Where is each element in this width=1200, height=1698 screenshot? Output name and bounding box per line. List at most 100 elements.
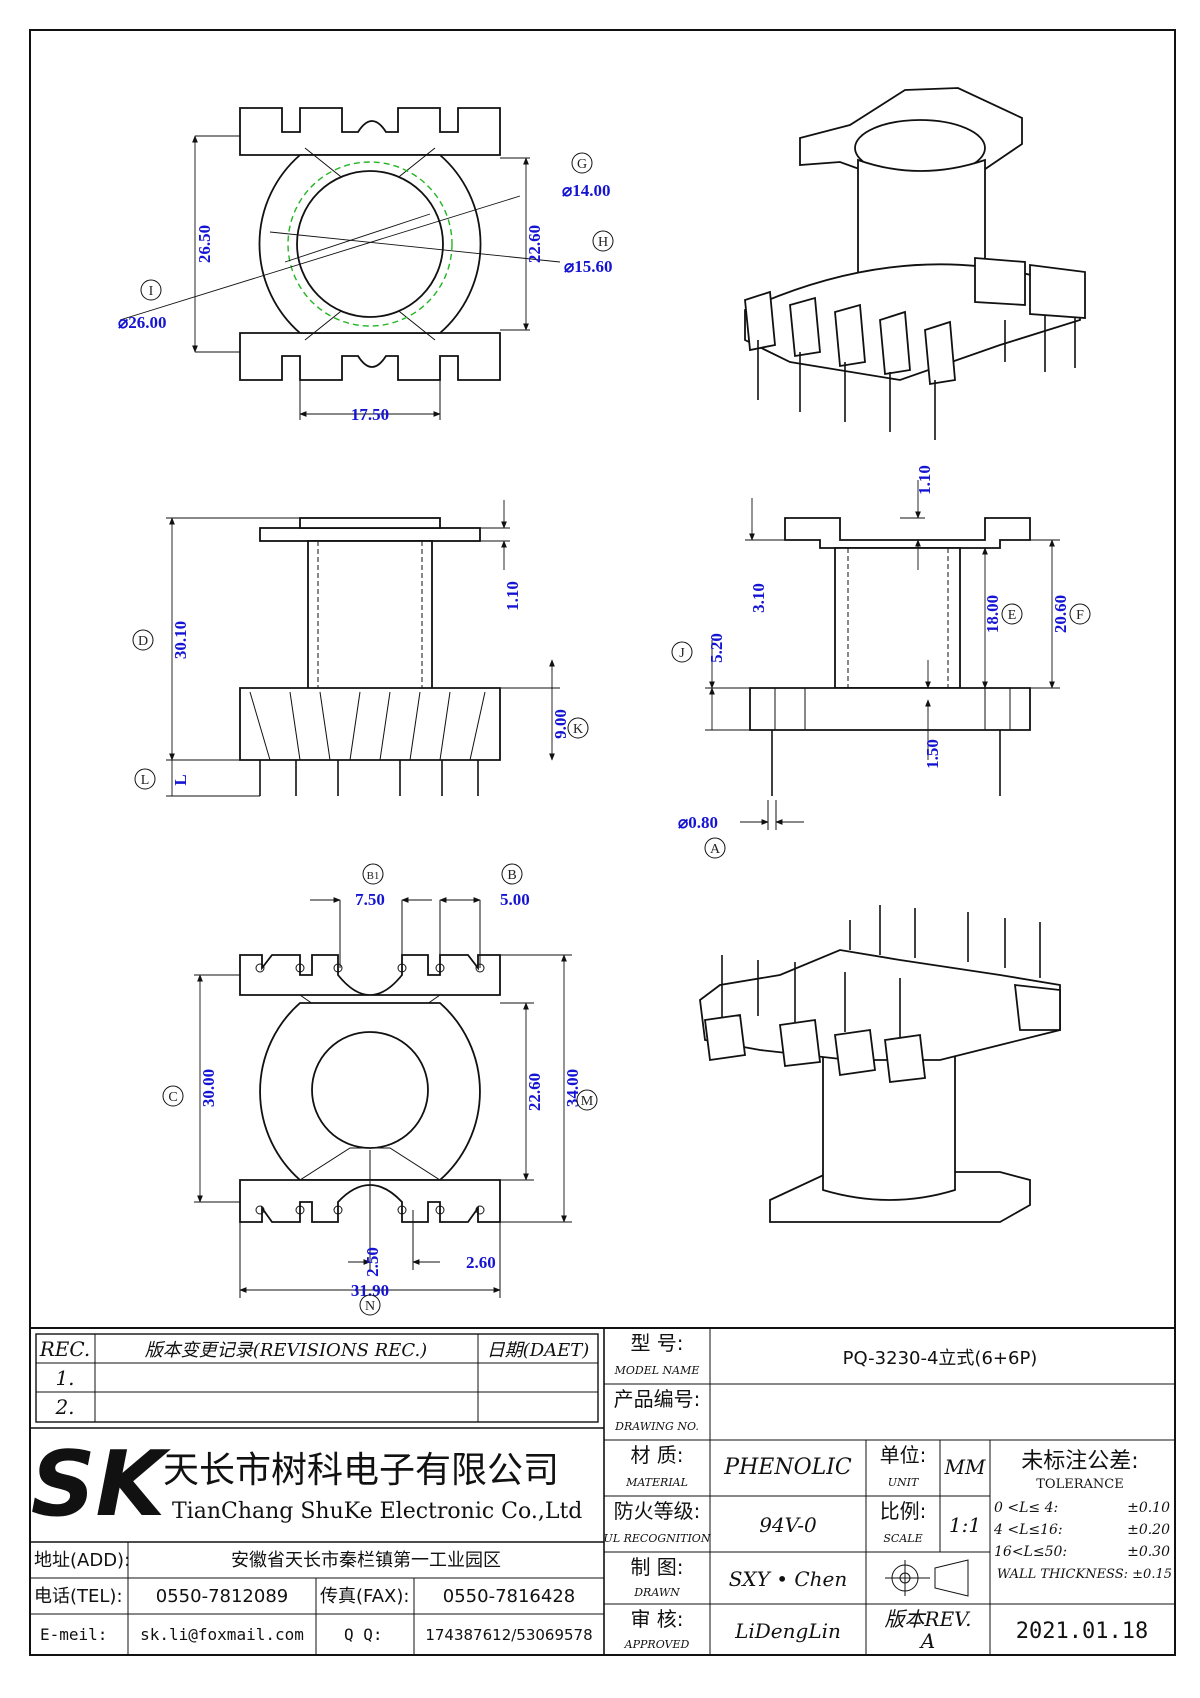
- dim-right-1800: 18.00: [983, 595, 1002, 633]
- tolerance-label-en: TOLERANCE: [1036, 1477, 1123, 1492]
- email-value: sk.li@foxmail.com: [140, 1625, 304, 1644]
- projection-symbol-icon: [885, 1559, 969, 1597]
- material-value: PHENOLIC: [723, 1455, 852, 1480]
- dim-top-height: 26.50: [195, 225, 214, 263]
- dim-right-2060: 20.60: [1051, 595, 1070, 633]
- approved-value: LiDengLin: [734, 1619, 841, 1643]
- marker-a: A: [710, 842, 721, 857]
- dim-side-pin: L: [171, 774, 190, 785]
- iso-view-top: [744, 87, 1086, 440]
- tolerance-range-1: 0 <L≤ 4:: [994, 1500, 1058, 1516]
- marker-b1: B1: [367, 870, 380, 882]
- dim-right-flange: 1.10: [915, 465, 934, 495]
- tolerance-label: 未标注公差:: [1021, 1449, 1138, 1474]
- side-view: 1.10 3.10 5.20 18.00 20.60 1.50 ⌀0.80 E …: [671, 465, 1091, 859]
- marker-g: G: [577, 157, 587, 172]
- tel-label: 电话(TEL):: [34, 1586, 123, 1607]
- company-logo: SK: [31, 1432, 172, 1537]
- dim-top-width: 17.50: [351, 405, 389, 424]
- dim-right-520: 5.20: [707, 633, 726, 663]
- dim-bottom-250: 2.50: [363, 1247, 382, 1277]
- rev-date-header: 日期(DAET): [487, 1340, 590, 1361]
- fax-value: 0550-7816428: [443, 1586, 575, 1607]
- tolerance-range-2: 4 <L≤16:: [993, 1522, 1063, 1538]
- material-label: 材 质:: [630, 1443, 683, 1467]
- email-label: E-meil:: [40, 1625, 107, 1644]
- unit-label-en: UNIT: [888, 1476, 920, 1489]
- dim-right-310: 3.10: [749, 583, 768, 613]
- scale-value: 1:1: [949, 1513, 981, 1537]
- marker-k: K: [573, 722, 583, 737]
- dim-top-d156: ⌀15.60: [564, 257, 613, 276]
- unit-label: 单位:: [880, 1443, 927, 1467]
- drawn-label: 制 图:: [630, 1555, 683, 1579]
- dim-right-150: 1.50: [923, 739, 942, 769]
- drawn-label-en: DRAWN: [633, 1586, 680, 1599]
- marker-h: H: [598, 235, 608, 250]
- dim-bottom-260: 2.60: [466, 1253, 496, 1272]
- marker-l: L: [141, 773, 150, 788]
- qq-value: 174387612/53069578: [425, 1626, 592, 1644]
- dim-bottom-3400: 34.00: [563, 1069, 582, 1107]
- dim-right-pin: ⌀0.80: [678, 813, 718, 832]
- tolerance-range-3: 16<L≤50:: [994, 1544, 1067, 1560]
- rev-label: 版本REV.: [885, 1607, 972, 1631]
- wall-thickness: WALL THICKNESS: ±0.15: [997, 1567, 1172, 1582]
- rev-row-2: 2.: [54, 1395, 74, 1419]
- fire-label-en: UL RECOGNITION: [604, 1532, 711, 1545]
- rev-row-1: 1.: [55, 1366, 74, 1390]
- logo-text: SK: [31, 1432, 172, 1537]
- material-label-en: MATERIAL: [625, 1476, 688, 1489]
- dim-bottom-500: 5.00: [500, 890, 530, 909]
- dim-side-flange: 1.10: [503, 581, 522, 611]
- dim-side-height: 30.10: [171, 621, 190, 659]
- qq-label: Q Q:: [344, 1625, 383, 1644]
- dim-top-d14: ⌀14.00: [562, 181, 611, 200]
- rev-header: REC.: [39, 1337, 91, 1361]
- fire-label: 防火等级:: [614, 1499, 701, 1523]
- marker-j: J: [679, 646, 685, 661]
- marker-d: D: [138, 634, 148, 649]
- tolerance-value-3: ±0.30: [1127, 1544, 1170, 1560]
- date-value: 2021.01.18: [1016, 1619, 1148, 1644]
- dim-top-inner: 22.60: [525, 225, 544, 263]
- fax-label: 传真(FAX):: [320, 1586, 409, 1607]
- dim-top-d26: ⌀26.00: [118, 313, 167, 332]
- approved-label: 审 核:: [630, 1607, 683, 1631]
- tel-value: 0550-7812089: [156, 1586, 288, 1607]
- rev-desc-header: 版本变更记录(REVISIONS REC.): [145, 1340, 427, 1361]
- tolerance-value-2: ±0.20: [1127, 1522, 1170, 1538]
- address-value: 安徽省天长市秦栏镇第一工业园区: [231, 1550, 501, 1571]
- top-view: 26.50 22.60 17.50 ⌀14.00 ⌀15.60 ⌀26.00 G…: [118, 107, 614, 424]
- marker-f: F: [1076, 608, 1084, 623]
- approved-label-en: APPROVED: [624, 1638, 690, 1651]
- model-label: 型 号:: [630, 1331, 683, 1355]
- title-block: REC. 版本变更记录(REVISIONS REC.) 日期(DAET) 1. …: [29, 1327, 1176, 1656]
- dim-bottom-3000: 30.00: [199, 1069, 218, 1107]
- marker-c: C: [168, 1090, 177, 1105]
- model-value: PQ-3230-4立式(6+6P): [843, 1348, 1038, 1369]
- unit-value: MM: [944, 1455, 986, 1479]
- marker-i: I: [149, 284, 154, 299]
- bottom-view: 7.50 5.00 30.00 22.60 34.00 2.60 31.90 2…: [162, 863, 598, 1316]
- model-label-en: MODEL NAME: [614, 1364, 700, 1377]
- company-name-en: TianChang ShuKe Electronic Co.,Ltd: [172, 1499, 582, 1524]
- rev-value: A: [919, 1629, 935, 1653]
- marker-n: N: [365, 1299, 375, 1314]
- dim-bottom-2260: 22.60: [525, 1073, 544, 1111]
- marker-b: B: [507, 868, 516, 883]
- tolerance-value-1: ±0.10: [1127, 1500, 1170, 1516]
- iso-view-bottom: [699, 905, 1061, 1223]
- dim-bottom-750: 7.50: [355, 890, 385, 909]
- scale-label: 比例:: [880, 1499, 927, 1523]
- dim-side-base: 9.00: [551, 709, 570, 739]
- front-view: 30.10 1.10 9.00 L D K L: [132, 500, 589, 797]
- company-name-cn: 天长市树科电子有限公司: [163, 1450, 559, 1491]
- dim-bottom-3190: 31.90: [351, 1281, 389, 1300]
- marker-e: E: [1008, 608, 1017, 623]
- scale-label-en: SCALE: [883, 1532, 922, 1545]
- drawing-label-en: DRAWING NO.: [614, 1420, 699, 1433]
- address-label: 地址(ADD):: [34, 1550, 130, 1571]
- fire-value: 94V-0: [759, 1513, 817, 1537]
